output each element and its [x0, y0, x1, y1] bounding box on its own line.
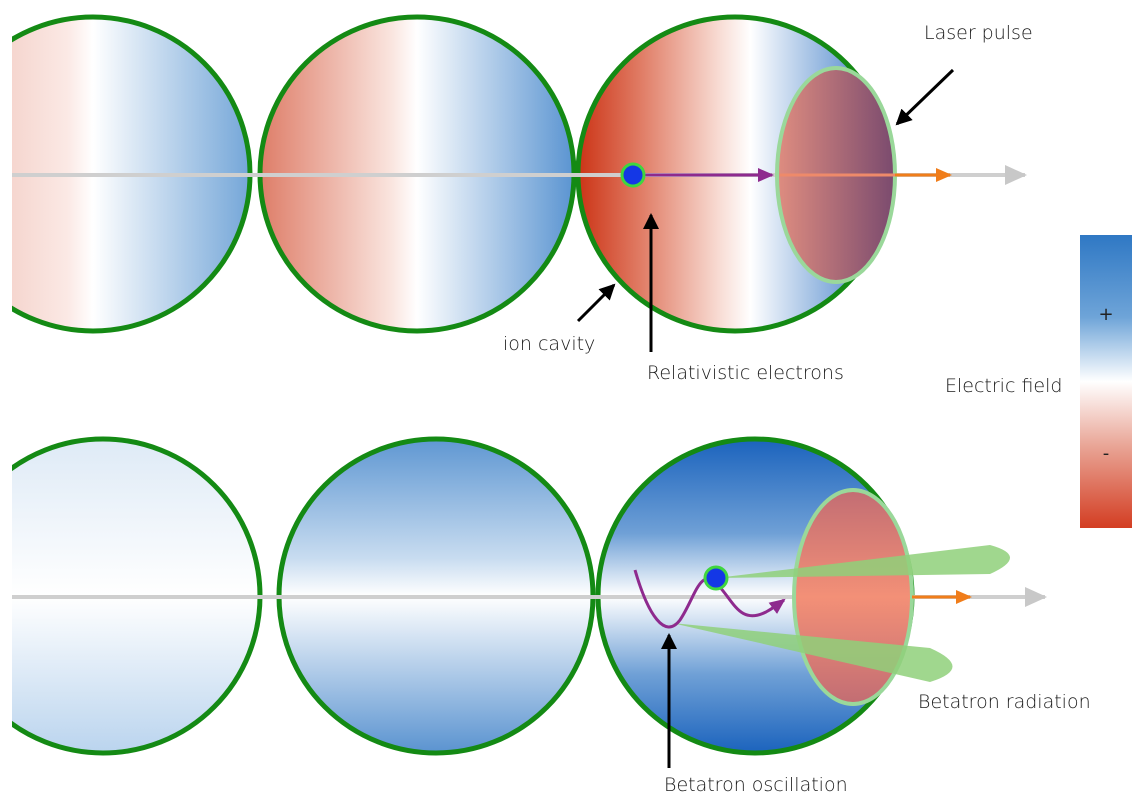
bottom-electron: [703, 565, 729, 591]
laser-pulse-pointer: [895, 68, 955, 126]
top-panel: [12, 14, 1027, 334]
colorbar-plus-sign: +: [1098, 304, 1114, 325]
electric-field-label: Electric field: [945, 375, 1063, 397]
electric-field-colorbar: + -: [1080, 235, 1132, 528]
betatron-radiation-cone-lower: [672, 623, 953, 682]
ion-cavity-pointer: [576, 283, 616, 323]
bottom-panel: [12, 436, 1047, 756]
top-electron: [620, 162, 646, 188]
laser-pulse-label: Laser pulse: [924, 22, 1033, 44]
colorbar-minus-sign: -: [1102, 443, 1110, 464]
betatron-radiation-cone-upper: [716, 545, 1010, 578]
betatron-oscillation-label: Betatron oscillation: [664, 774, 848, 796]
relativistic-electrons-label: Relativistic electrons: [647, 362, 844, 384]
betatron-radiation-label: Betatron radiation: [918, 691, 1091, 713]
ion-cavity-label: ion cavity: [503, 333, 596, 355]
